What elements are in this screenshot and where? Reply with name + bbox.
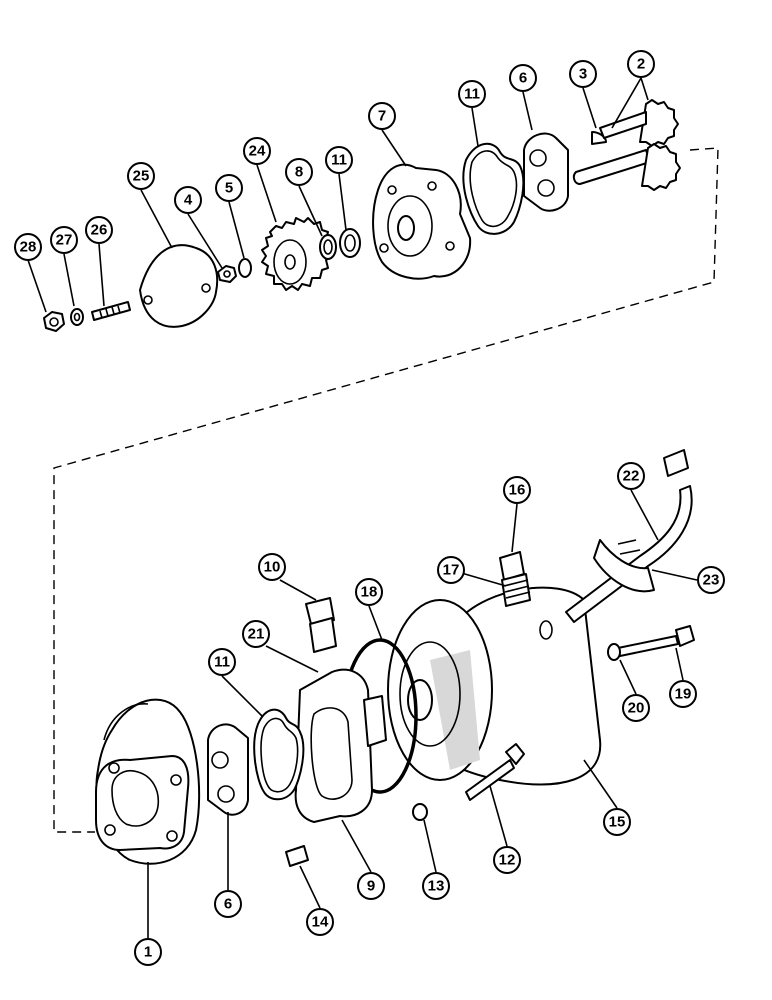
gear-nut-part bbox=[217, 265, 237, 283]
mounting-plate-part bbox=[372, 163, 472, 280]
callout-9: 9 bbox=[357, 872, 385, 900]
svg-text:17: 17 bbox=[443, 562, 460, 579]
callout-11: 11 bbox=[325, 146, 353, 174]
svg-text:9: 9 bbox=[367, 878, 375, 895]
upper-assembly bbox=[43, 99, 681, 332]
callout-13: 13 bbox=[422, 872, 450, 900]
callout-8: 8 bbox=[285, 158, 313, 186]
svg-text:1: 1 bbox=[144, 944, 152, 961]
pulley-housing-part bbox=[95, 698, 201, 865]
callout-26: 26 bbox=[85, 216, 113, 244]
callout-6: 6 bbox=[509, 64, 537, 92]
lower-bearing-block-part bbox=[207, 723, 249, 816]
callout-21: 21 bbox=[242, 620, 270, 648]
callout-28: 28 bbox=[14, 233, 42, 261]
svg-text:8: 8 bbox=[295, 164, 303, 181]
svg-text:22: 22 bbox=[623, 468, 640, 485]
svg-text:6: 6 bbox=[224, 896, 232, 913]
callout-20: 20 bbox=[622, 694, 650, 722]
svg-text:11: 11 bbox=[331, 152, 347, 169]
callout-6: 6 bbox=[214, 890, 242, 918]
callout-12: 12 bbox=[493, 846, 521, 874]
callout-23: 23 bbox=[697, 566, 725, 594]
svg-text:7: 7 bbox=[378, 108, 386, 125]
svg-text:4: 4 bbox=[184, 192, 193, 209]
lower-assembly bbox=[95, 449, 695, 867]
gasket-part bbox=[139, 244, 219, 328]
callout-18: 18 bbox=[355, 578, 383, 606]
callout-25: 25 bbox=[127, 162, 155, 190]
svg-text:14: 14 bbox=[312, 914, 329, 931]
svg-text:21: 21 bbox=[248, 626, 265, 643]
svg-text:28: 28 bbox=[20, 239, 37, 256]
svg-text:5: 5 bbox=[225, 180, 233, 197]
filler-cap-part bbox=[499, 551, 531, 607]
callout-27: 27 bbox=[50, 226, 78, 254]
callout-2: 2 bbox=[627, 50, 655, 78]
drive-gear-part bbox=[261, 217, 333, 291]
gear-shafts-part bbox=[572, 99, 681, 191]
svg-text:11: 11 bbox=[464, 86, 480, 103]
svg-text:11: 11 bbox=[214, 654, 230, 671]
svg-text:3: 3 bbox=[579, 66, 587, 83]
callout-11: 11 bbox=[208, 648, 236, 676]
svg-text:23: 23 bbox=[703, 572, 720, 589]
callout-17: 17 bbox=[437, 556, 465, 584]
svg-text:25: 25 bbox=[133, 168, 150, 185]
callout-7: 7 bbox=[368, 102, 396, 130]
oil-seal-part bbox=[339, 228, 361, 258]
dowel-pin-part bbox=[285, 845, 309, 867]
stud-part bbox=[91, 301, 131, 321]
svg-text:12: 12 bbox=[499, 852, 516, 869]
valve-body-part bbox=[294, 668, 387, 823]
bearing-block-part bbox=[523, 132, 569, 212]
circlip-part bbox=[319, 234, 337, 260]
svg-text:13: 13 bbox=[428, 878, 445, 895]
callout-22: 22 bbox=[617, 462, 645, 490]
callout-15: 15 bbox=[603, 808, 631, 836]
svg-text:24: 24 bbox=[249, 143, 266, 160]
callout-1: 1 bbox=[134, 938, 162, 966]
valve-plug-part bbox=[305, 597, 337, 653]
callouts: 28 27 26 25 4 5 24 8 11 7 11 6 3 2 16 22… bbox=[14, 50, 725, 966]
kidney-seal-part bbox=[462, 142, 525, 235]
long-bolt-part bbox=[607, 625, 695, 661]
callout-3: 3 bbox=[569, 60, 597, 88]
callout-11: 11 bbox=[458, 80, 486, 108]
svg-text:10: 10 bbox=[264, 559, 281, 576]
callout-16: 16 bbox=[503, 476, 531, 504]
svg-text:16: 16 bbox=[509, 482, 526, 499]
svg-text:2: 2 bbox=[637, 56, 645, 73]
svg-text:27: 27 bbox=[56, 232, 73, 249]
callout-10: 10 bbox=[258, 553, 286, 581]
callout-19: 19 bbox=[669, 680, 697, 708]
svg-text:20: 20 bbox=[628, 700, 645, 717]
svg-text:6: 6 bbox=[519, 70, 527, 87]
lower-bolt-part bbox=[412, 743, 525, 821]
svg-text:19: 19 bbox=[675, 686, 692, 703]
washer-part bbox=[70, 308, 84, 326]
callout-4: 4 bbox=[174, 186, 202, 214]
nut-part bbox=[43, 311, 65, 332]
callout-14: 14 bbox=[306, 908, 334, 936]
callout-24: 24 bbox=[243, 137, 271, 165]
svg-text:26: 26 bbox=[91, 222, 108, 239]
tab-washer-part bbox=[238, 258, 252, 278]
callout-5: 5 bbox=[215, 174, 243, 202]
lower-kidney-seal-part bbox=[253, 708, 305, 801]
svg-text:18: 18 bbox=[361, 584, 378, 601]
reservoir-housing-part bbox=[387, 586, 602, 786]
return-pipe-part bbox=[565, 449, 693, 623]
svg-text:15: 15 bbox=[609, 814, 626, 831]
leader-lines bbox=[27, 77, 698, 938]
assembly-dashed-lines bbox=[53, 147, 719, 833]
